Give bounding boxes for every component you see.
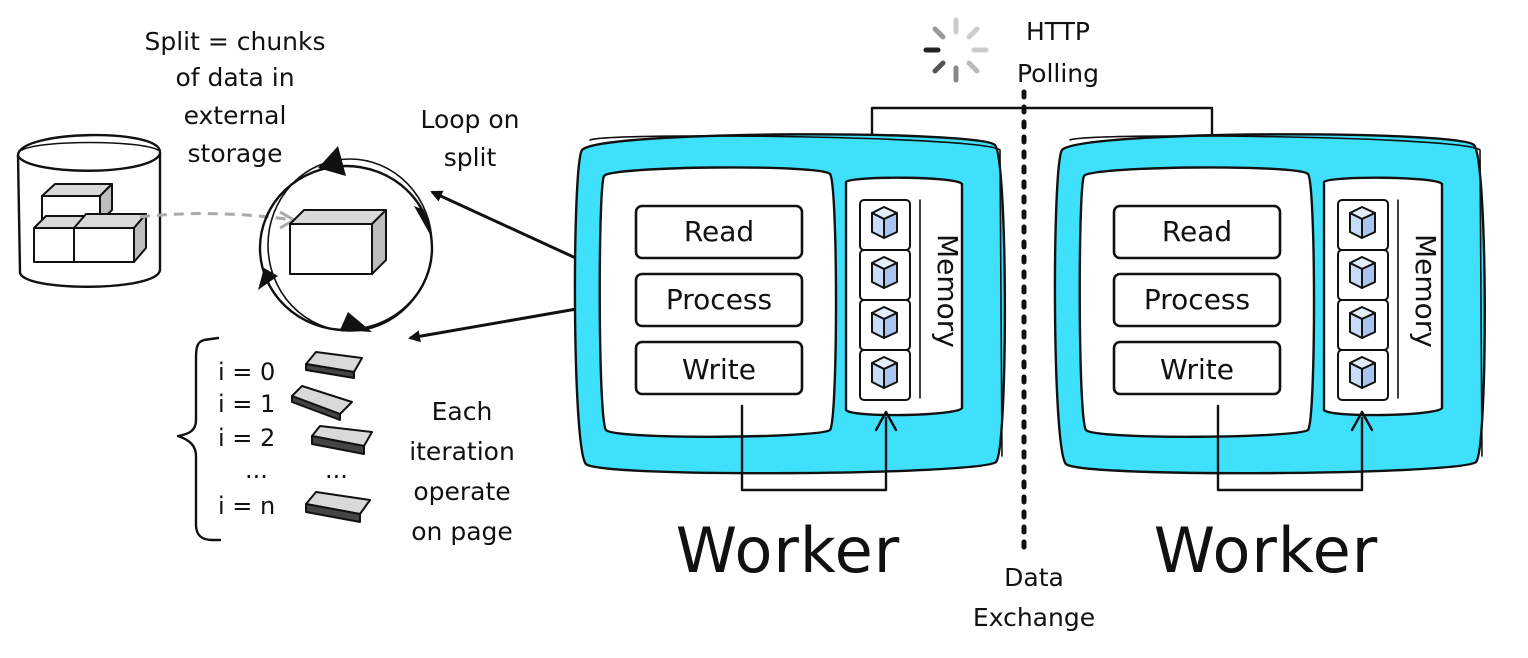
worker-2-memory-blocks bbox=[1337, 199, 1389, 401]
external-storage-cylinder bbox=[16, 133, 162, 288]
iteration-note-line-1: Each bbox=[432, 397, 493, 426]
worker-2-title: Worker bbox=[1154, 514, 1378, 587]
polling-label-line-1: HTTP bbox=[1026, 17, 1090, 46]
memory-cube-icon bbox=[871, 256, 898, 289]
worker-2-process-label: Process bbox=[1144, 283, 1250, 316]
iteration-note-line-3: operate bbox=[413, 477, 510, 506]
worker-1-write-to-memory-arrow bbox=[740, 404, 888, 492]
iteration-label-0: i = 0 bbox=[218, 358, 275, 386]
page-icon-0 bbox=[305, 351, 363, 379]
polling-label-line-2: Polling bbox=[1017, 59, 1099, 88]
worker-2-memory-label: Memory bbox=[1409, 234, 1442, 348]
iteration-note-line-2: iteration bbox=[409, 437, 515, 466]
iteration-list: i = 0 i = 1 i = 2 ... ... i = n bbox=[218, 351, 373, 523]
worker-1: Read Process Write Memory bbox=[573, 133, 1007, 587]
split-note-line-1: Split = chunks bbox=[144, 27, 325, 56]
split-transfer-dashed-arrow bbox=[139, 212, 293, 222]
memory-cube-icon bbox=[871, 206, 898, 239]
memory-cube-icon bbox=[1349, 306, 1376, 339]
page-icon-1 bbox=[291, 385, 353, 421]
worker-1-write-label: Write bbox=[682, 353, 756, 386]
iteration-label-ellipsis-right: ... bbox=[325, 456, 348, 484]
worker-1-memory-blocks bbox=[859, 199, 911, 401]
worker-2-write-label: Write bbox=[1160, 353, 1234, 386]
iteration-label-n: i = n bbox=[218, 492, 275, 520]
worker-2: Read Process Write Memory bbox=[1053, 133, 1486, 587]
page-icon-n bbox=[305, 491, 371, 523]
split-cube bbox=[289, 209, 387, 275]
storage-chunks bbox=[33, 183, 147, 263]
worker-1-title: Worker bbox=[676, 514, 900, 587]
memory-cube-icon bbox=[1349, 356, 1376, 389]
loop-note-line-2: split bbox=[444, 143, 497, 172]
worker-2-read-step bbox=[1112, 204, 1282, 260]
loop-arrow-head-bottom bbox=[340, 312, 372, 332]
split-note-line-2: of data in bbox=[175, 63, 294, 92]
memory-cube-icon bbox=[871, 356, 898, 389]
split-note-line-3: external bbox=[184, 101, 287, 130]
worker-1-read-label: Read bbox=[684, 215, 754, 248]
split-note: Split = chunks of data in external stora… bbox=[144, 27, 325, 168]
data-exchange-label-line-1: Data bbox=[1004, 563, 1064, 592]
loop-arrow-head-top bbox=[318, 146, 346, 176]
iteration-note: Each iteration operate on page bbox=[409, 397, 515, 546]
memory-cube-icon bbox=[1349, 256, 1376, 289]
worker-1-memory-label: Memory bbox=[931, 234, 964, 348]
memory-cube-icon bbox=[1349, 206, 1376, 239]
worker-2-write-to-memory-arrow bbox=[1216, 404, 1364, 492]
iteration-label-ellipsis-left: ... bbox=[245, 456, 268, 484]
loop-arrow-head-left bbox=[258, 268, 278, 290]
worker-1-read-step bbox=[634, 204, 804, 260]
iteration-label-1: i = 1 bbox=[218, 390, 275, 418]
loading-spinner-icon bbox=[923, 17, 989, 83]
worker-2-write-step bbox=[1112, 340, 1282, 396]
loop-note-line-1: Loop on bbox=[420, 105, 519, 134]
split-note-line-4: storage bbox=[188, 139, 283, 168]
loop-circle bbox=[258, 146, 434, 332]
worker-1-write-step bbox=[634, 340, 804, 396]
data-exchange-label-line-2: Exchange bbox=[973, 603, 1095, 632]
worker-1-process-label: Process bbox=[666, 283, 772, 316]
page-icon-2 bbox=[311, 425, 373, 455]
iteration-note-line-4: on page bbox=[411, 517, 513, 546]
memory-cube-icon bbox=[871, 306, 898, 339]
iteration-label-2: i = 2 bbox=[218, 424, 275, 452]
worker-2-read-label: Read bbox=[1162, 215, 1232, 248]
worker-2-process-step bbox=[1112, 272, 1282, 328]
iteration-brace bbox=[176, 336, 222, 542]
loop-arrow-head-right bbox=[414, 206, 432, 238]
worker-1-process-step bbox=[634, 272, 804, 328]
